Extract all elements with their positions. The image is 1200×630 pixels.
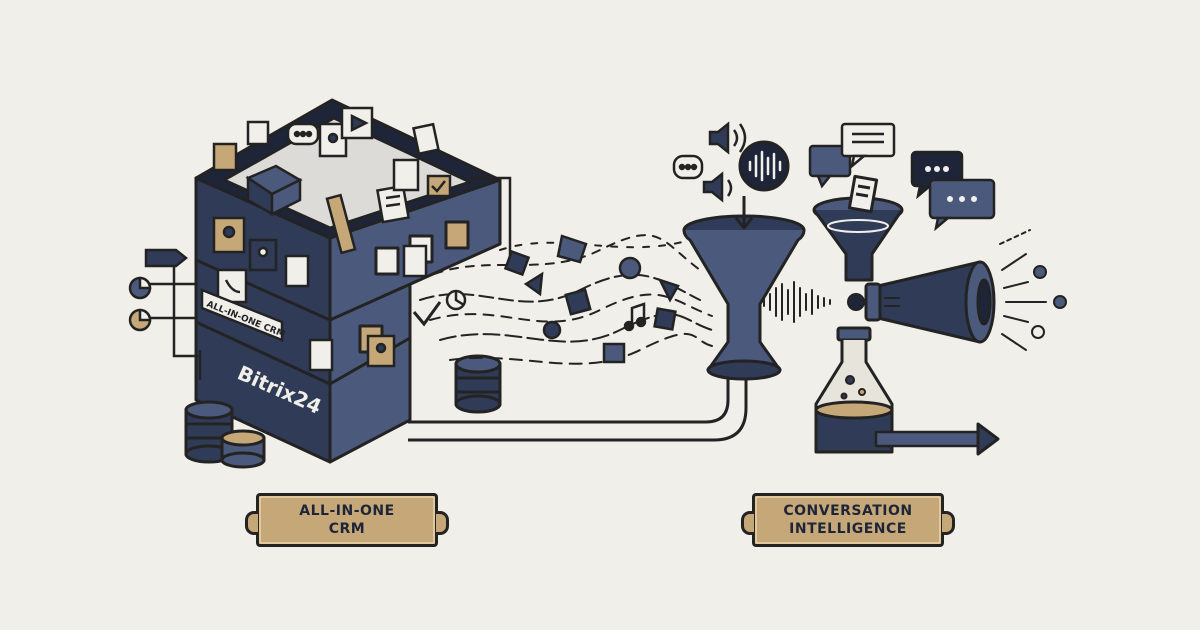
- pie-chart-icon: [128, 276, 152, 332]
- pipe: [408, 378, 748, 442]
- voice-wave-icon: [738, 140, 790, 192]
- speaker-icon: [702, 121, 747, 203]
- play-icon: [340, 106, 374, 140]
- database-icon: [184, 400, 234, 464]
- pie-chart-icon: [445, 256, 642, 340]
- document-icon: [284, 122, 452, 372]
- arrow-right-icon: [144, 248, 189, 268]
- conversation-intelligence-plaque: CONVERSATION INTELLIGENCE: [741, 493, 955, 547]
- chat-bubble-icon: [672, 154, 704, 180]
- funnel-icon: [812, 174, 904, 282]
- plaque-ci-line2: INTELLIGENCE: [789, 521, 907, 537]
- cube-icon: [245, 164, 357, 255]
- music-note-icon: [623, 302, 647, 332]
- bubbles: [840, 375, 866, 400]
- connector-lines: [150, 176, 512, 380]
- node-dot: [1031, 265, 1067, 339]
- flask-icon: [814, 326, 1000, 456]
- chat-bubble-icon: [808, 122, 996, 232]
- megaphone-rays: [999, 229, 1047, 351]
- data-stream: [419, 234, 713, 365]
- cube-icon: [503, 234, 680, 364]
- document-icon: [212, 120, 270, 172]
- all-in-one-crm-plaque: ALL-IN-ONE CRM: [245, 493, 449, 547]
- chat-bubble-icon: [286, 122, 320, 146]
- check-icon: [412, 301, 442, 327]
- plaque-ci-line1: CONVERSATION: [783, 503, 913, 519]
- node-dot: [847, 293, 865, 311]
- plaque-crm-line2: CRM: [328, 521, 366, 537]
- plaque-crm-line1: ALL-IN-ONE: [299, 503, 395, 519]
- funnel-icon: [682, 196, 806, 381]
- database-icon: [454, 354, 502, 414]
- coins-icon: [220, 429, 266, 469]
- megaphone-icon: [864, 260, 996, 344]
- phone-icon: [216, 268, 248, 304]
- voice-wave-icon: [763, 281, 831, 323]
